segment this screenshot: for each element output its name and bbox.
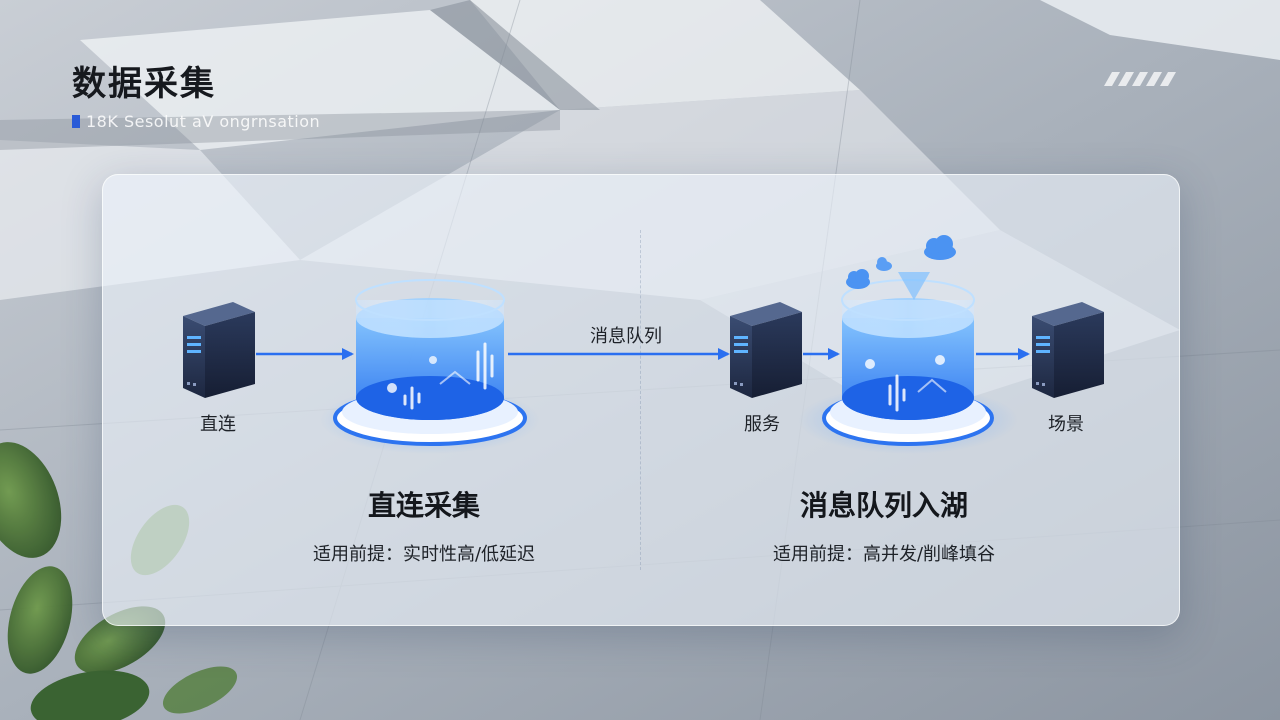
stripes-decoration bbox=[1104, 72, 1176, 86]
server-icon bbox=[183, 302, 255, 398]
data-lake-cylinder-icon bbox=[798, 272, 1018, 454]
left-heading: 直连采集 bbox=[367, 489, 481, 522]
queue-label: 消息队列 bbox=[590, 326, 662, 347]
cloud-icon bbox=[924, 235, 956, 260]
left-caption: 适用前提：实时性高/低延迟 bbox=[312, 544, 536, 565]
subtitle-row: 18K Sesolut aV ongrnsation bbox=[72, 110, 320, 132]
server-icon bbox=[730, 302, 802, 398]
service-label: 服务 bbox=[744, 414, 780, 435]
right-caption: 适用前提：高并发/削峰填谷 bbox=[772, 544, 996, 565]
cloud-icon bbox=[876, 257, 892, 271]
page-subtitle: 18K Sesolut aV ongrnsation bbox=[86, 111, 321, 131]
diagram-card bbox=[102, 174, 1180, 626]
data-lake-cylinder-icon bbox=[320, 279, 540, 454]
source-label: 直连 bbox=[200, 414, 236, 435]
subtitle-accent-mark bbox=[72, 114, 80, 128]
right-heading: 消息队列入湖 bbox=[799, 489, 969, 522]
section-divider bbox=[640, 230, 641, 570]
page-title: 数据采集 bbox=[72, 64, 216, 104]
server-icon bbox=[1032, 302, 1104, 398]
cloud-icon bbox=[846, 269, 870, 289]
target-label: 场景 bbox=[1048, 414, 1084, 435]
